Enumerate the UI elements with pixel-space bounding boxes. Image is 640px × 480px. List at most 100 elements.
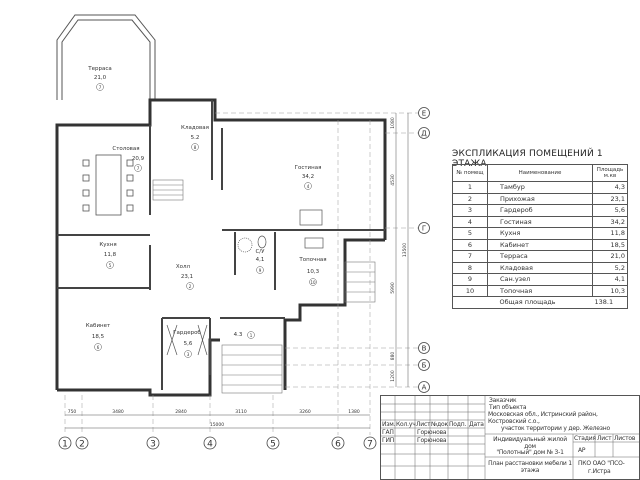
svg-text:3: 3 [150, 440, 156, 450]
cell-num: 5 [452, 227, 488, 240]
grid-lines [64, 112, 418, 435]
cell-area: 10,3 [592, 284, 628, 297]
dim-bottom-4: 3110 [235, 409, 247, 415]
svg-text:1: 1 [250, 333, 253, 338]
svg-text:7: 7 [367, 440, 373, 450]
axis-bubble-b: Б [418, 359, 430, 371]
axis-bubble-7: 7 [363, 436, 377, 450]
svg-text:Терраса: Терраса [87, 66, 112, 72]
terrace [56, 14, 156, 100]
title-block: Изм. Кол.уч Лист №док Подп. Дата ГАП ГИП… [380, 395, 640, 480]
svg-text:Б: Б [422, 362, 427, 370]
org-city: г.Истра [588, 468, 611, 475]
gip-name: Горюнова [417, 437, 447, 444]
axis-bubble-2: 2 [75, 436, 89, 450]
stage-label: Стадия [574, 435, 596, 442]
address-line2: участок территории у дер. Железно [501, 425, 610, 432]
dim-right-2: 4530 [390, 174, 396, 186]
svg-text:В: В [422, 345, 427, 353]
cell-area: 4,3 [592, 181, 628, 194]
inner-walls [57, 100, 385, 390]
header-name: Наименование [487, 164, 593, 182]
total-label: Общая площадь [487, 296, 593, 309]
svg-text:Столовая: Столовая [112, 146, 139, 152]
sheets-label: Листов [614, 435, 636, 442]
dim-bottom-3: 2840 [175, 409, 187, 415]
sheet-title: План расстановки мебели 1 этажа [488, 460, 572, 474]
cell-num: 7 [452, 250, 488, 263]
cell-num: 3 [452, 204, 488, 217]
dim-bottom-5: 3260 [299, 409, 311, 415]
axis-bubble-4: 4 [203, 436, 217, 450]
dim-bottom-total: 15000 [210, 422, 224, 428]
svg-text:5: 5 [270, 440, 276, 450]
cell-name: Гостиная [487, 215, 593, 228]
cell-area: 21,0 [592, 250, 628, 263]
svg-text:Гардероб: Гардероб [173, 330, 201, 336]
walls [55, 98, 387, 397]
cell-name: Топочная [487, 284, 593, 297]
svg-text:34,2: 34,2 [302, 174, 314, 180]
cell-num: 10 [452, 284, 488, 297]
svg-text:10,3: 10,3 [307, 269, 320, 275]
cell-area: 4,1 [592, 273, 628, 286]
svg-text:18,5: 18,5 [92, 334, 105, 340]
object-type: Тип объекта [489, 404, 527, 411]
svg-text:23,1: 23,1 [181, 274, 193, 280]
dining-table [82, 154, 134, 216]
svg-text:Топочная: Топочная [298, 257, 326, 263]
cell-empty [452, 296, 488, 309]
room-office: Кабинет 18,5 6 [86, 323, 111, 351]
project-name: Индивидуальный жилой дом [493, 436, 567, 450]
dim-bottom-2: 3480 [112, 409, 124, 415]
dim-right-4: 880 [390, 352, 396, 361]
cell-num: 4 [452, 215, 488, 228]
col-izm: Изм. [382, 421, 396, 428]
svg-text:5: 5 [109, 263, 112, 268]
svg-text:5,6: 5,6 [184, 341, 193, 347]
gip-label: ГИП [382, 437, 395, 444]
sheet-label: Лист [597, 435, 612, 442]
svg-text:10: 10 [310, 280, 316, 285]
cell-name: Гардероб [487, 204, 593, 217]
svg-text:С/У: С/У [255, 249, 265, 255]
project-name-2: "Полотный" дом № 3-1 [496, 449, 564, 456]
svg-text:6: 6 [97, 345, 100, 350]
dim-right-total: 13500 [402, 243, 408, 257]
cell-name: Сан.узел [487, 273, 593, 286]
room-wc: С/У4,19 [255, 249, 265, 274]
svg-text:Д: Д [421, 130, 427, 138]
customer: Заказчик [489, 397, 517, 404]
svg-text:2: 2 [189, 284, 192, 289]
svg-text:21,0: 21,0 [94, 75, 107, 81]
table-header: № помещ Наименование Площадь м.кв [452, 164, 628, 182]
svg-text:7: 7 [99, 85, 102, 90]
stairs [152, 179, 376, 394]
svg-text:8: 8 [194, 145, 197, 150]
cell-area: 5,6 [592, 204, 628, 217]
room-terrace: Терраса 21,0 7 [87, 66, 112, 91]
svg-text:Е: Е [422, 110, 426, 118]
svg-text:Кабинет: Кабинет [86, 323, 111, 329]
fireplace [166, 209, 324, 356]
col-date: Дата [469, 421, 484, 428]
dim-bottom-1: 750 [68, 409, 77, 415]
axis-bubble-g: Г [418, 222, 430, 234]
cell-name: Прихожая [487, 192, 593, 205]
axis-bubble-6: 6 [331, 436, 345, 450]
stage-value: АР [578, 447, 586, 454]
svg-text:7: 7 [137, 166, 140, 171]
cell-name: Тамбур [487, 181, 593, 194]
cell-name: Кухня [487, 227, 593, 240]
